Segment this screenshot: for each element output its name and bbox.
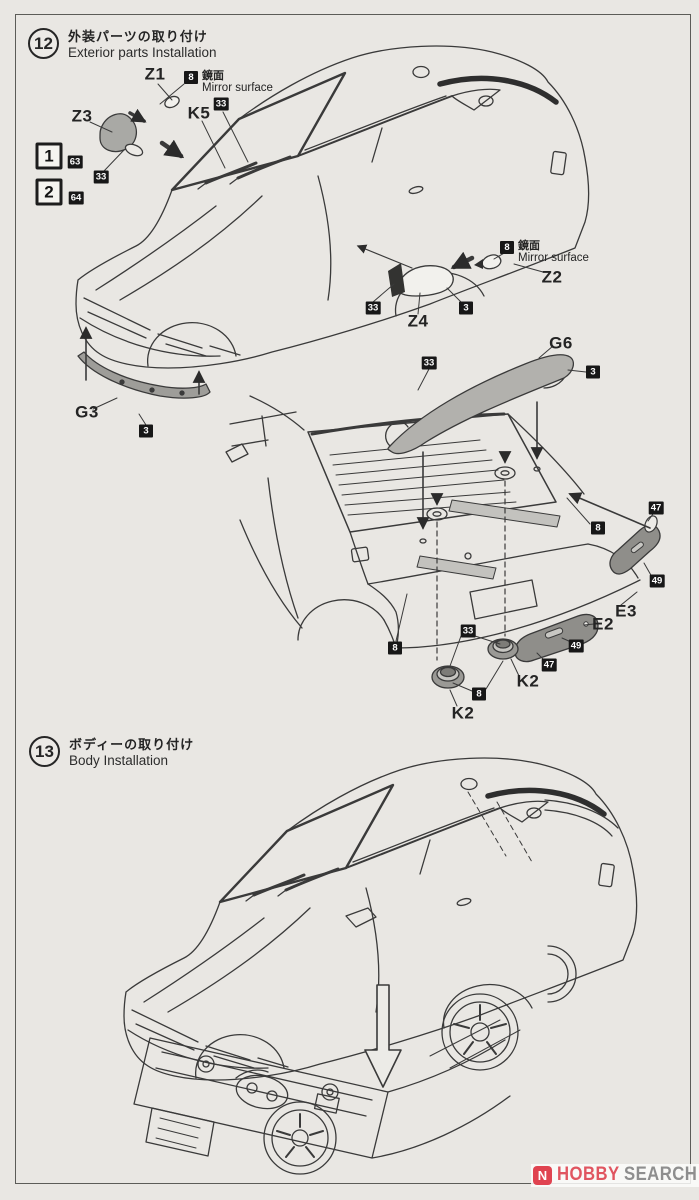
- color-chip-33: 33: [421, 356, 437, 370]
- color-chip-8: 8: [591, 521, 605, 535]
- part-label-z2: Z2: [541, 267, 563, 287]
- k2-exhaust-tips: [431, 638, 519, 689]
- step-13-header: 13 ボディーの取り付け Body Installation: [29, 736, 194, 769]
- color-chip-3: 3: [459, 301, 473, 315]
- rear-left-wheel: [441, 993, 519, 1071]
- watermark-word-hobby: HOBBY: [557, 1164, 620, 1185]
- color-chip-33: 33: [213, 97, 229, 111]
- color-chip-3: 3: [139, 424, 153, 438]
- color-chip-47: 47: [541, 658, 557, 672]
- part-label-e2: E2: [592, 614, 614, 634]
- part-label-z1: Z1: [144, 64, 166, 84]
- hobbysearch-watermark: N HOBBY SEARCH: [531, 1164, 699, 1187]
- color-chip-63: 63: [67, 155, 83, 169]
- color-chip-8: 8: [388, 641, 402, 655]
- e3-part: [609, 515, 661, 575]
- paint-note-en: Mirror surface: [202, 82, 273, 94]
- step-12-header: 12 外装パーツの取り付け Exterior parts Installatio…: [28, 28, 217, 61]
- hobbysearch-logo-icon: N: [533, 1165, 552, 1185]
- color-chip-3: 3: [586, 365, 600, 379]
- z4-mirror-part: [388, 263, 454, 297]
- step-13-title-jp: ボディーの取り付け: [69, 737, 195, 752]
- color-chip-8: 8: [500, 241, 514, 254]
- page-border-frame: [15, 14, 691, 1184]
- g6-spoiler-part: [384, 354, 575, 455]
- down-arrow: [364, 984, 402, 1088]
- color-chip-8: 8: [184, 71, 198, 84]
- color-chip-33: 33: [460, 624, 476, 638]
- decal-marker-2: 2: [35, 178, 63, 206]
- g3-front-lip-part: [77, 351, 211, 399]
- color-chip-64: 64: [68, 191, 84, 205]
- step-12-title-jp: 外装パーツの取り付け: [68, 29, 208, 44]
- installation-arrows: [79, 108, 651, 661]
- step-12-badge: 12: [28, 28, 59, 59]
- part-label-z4: Z4: [407, 311, 429, 331]
- part-label-z3: Z3: [71, 106, 93, 126]
- color-chip-47: 47: [648, 501, 664, 515]
- front-left-wheel: [263, 1101, 337, 1175]
- color-chip-49: 49: [649, 574, 665, 588]
- part-label-k2: K2: [516, 671, 540, 691]
- part-label-g3: G3: [75, 402, 99, 422]
- color-chip-33: 33: [365, 301, 381, 315]
- paint-note-jp: 鏡面: [202, 70, 224, 82]
- watermark-word-search: SEARCH: [624, 1164, 698, 1185]
- z1-part: [164, 95, 180, 109]
- body-installation-illustration: [124, 758, 637, 1175]
- car-body-shell-illustration: [75, 45, 590, 369]
- paint-note-jp: 鏡面: [518, 240, 540, 252]
- part-label-g6: G6: [549, 333, 573, 353]
- paint-note-en: Mirror surface: [518, 252, 589, 264]
- color-chip-33: 33: [93, 170, 109, 184]
- e2-part: [514, 613, 599, 663]
- color-chip-49: 49: [568, 639, 584, 653]
- part-label-k5: K5: [187, 103, 211, 123]
- rear-spoiler: [544, 799, 619, 837]
- part-label-e3: E3: [615, 601, 637, 621]
- step-12-title-en: Exterior parts Installation: [68, 45, 217, 60]
- front-right-wheel: [547, 945, 577, 1003]
- z3-part: [99, 113, 144, 157]
- step-13-title-en: Body Installation: [69, 753, 169, 768]
- step-13-badge: 13: [29, 736, 60, 767]
- decal-marker-1: 1: [35, 142, 63, 170]
- part-label-k2: K2: [451, 703, 475, 723]
- leader-lines: [89, 83, 654, 707]
- door-mirror: [345, 907, 377, 928]
- color-chip-8: 8: [472, 687, 486, 701]
- z2-part: [474, 254, 502, 270]
